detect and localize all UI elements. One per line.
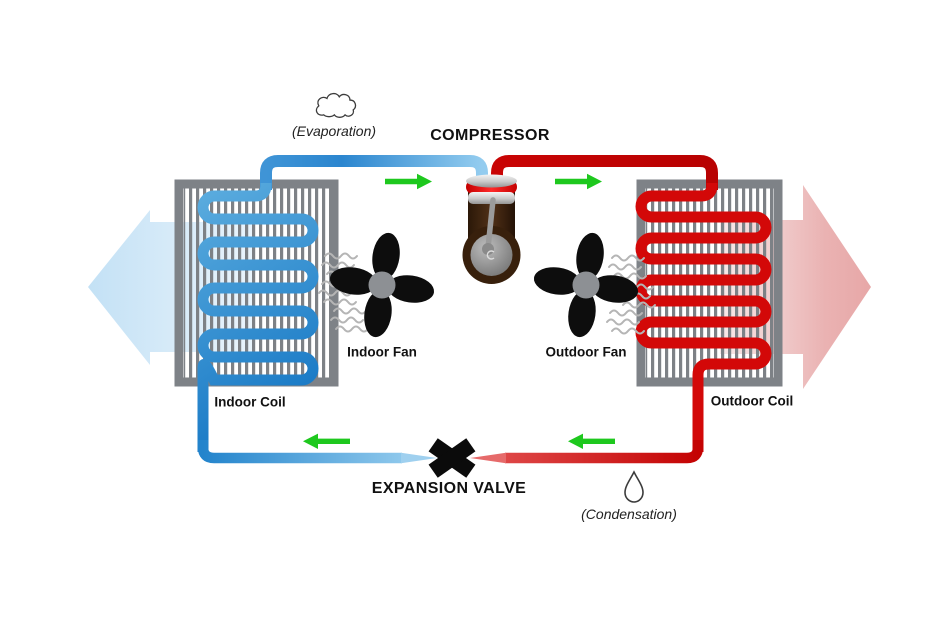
flow-arrow-suction-icon [385, 173, 432, 190]
flow-arrow-liquid-left-icon [303, 433, 350, 449]
flow-arrow-discharge-icon [555, 173, 602, 190]
evaporation-label: (Evaporation) [291, 123, 377, 139]
outdoor-fan-icon [533, 232, 639, 338]
indoor-fan-label: Indoor Fan [347, 344, 417, 360]
flow-arrow-liquid-right-icon [568, 433, 615, 449]
compressor-icon [462, 174, 521, 284]
droplet-icon [624, 470, 644, 503]
outdoor-coil-label: Outdoor Coil [710, 393, 794, 409]
refrigerant-piping [197, 155, 772, 464]
flow-arrows [303, 173, 615, 449]
cloud-icon [315, 92, 357, 118]
condensation-label: (Condensation) [581, 506, 677, 522]
outdoor-fan-label: Outdoor Fan [545, 344, 627, 360]
expansion-valve-icon [428, 438, 476, 478]
compressor-label: COMPRESSOR [430, 127, 550, 144]
pipe-hot-liquid-line [505, 440, 704, 464]
pipe-cold-evaporator-serpentine [197, 183, 319, 452]
pipe-hot-taper [470, 452, 506, 464]
indoor-fan-icon [329, 232, 435, 338]
pipe-cold-taper [401, 452, 437, 464]
pipe-hot-discharge [491, 155, 718, 190]
pipe-cold-suction [260, 155, 488, 190]
pipe-hot-condenser-serpentine [635, 183, 772, 452]
pipe-cold-liquid-line [197, 440, 402, 464]
indoor-coil-label: Indoor Coil [214, 394, 286, 410]
expansion-valve-label: EXPANSION VALVE [371, 480, 527, 497]
